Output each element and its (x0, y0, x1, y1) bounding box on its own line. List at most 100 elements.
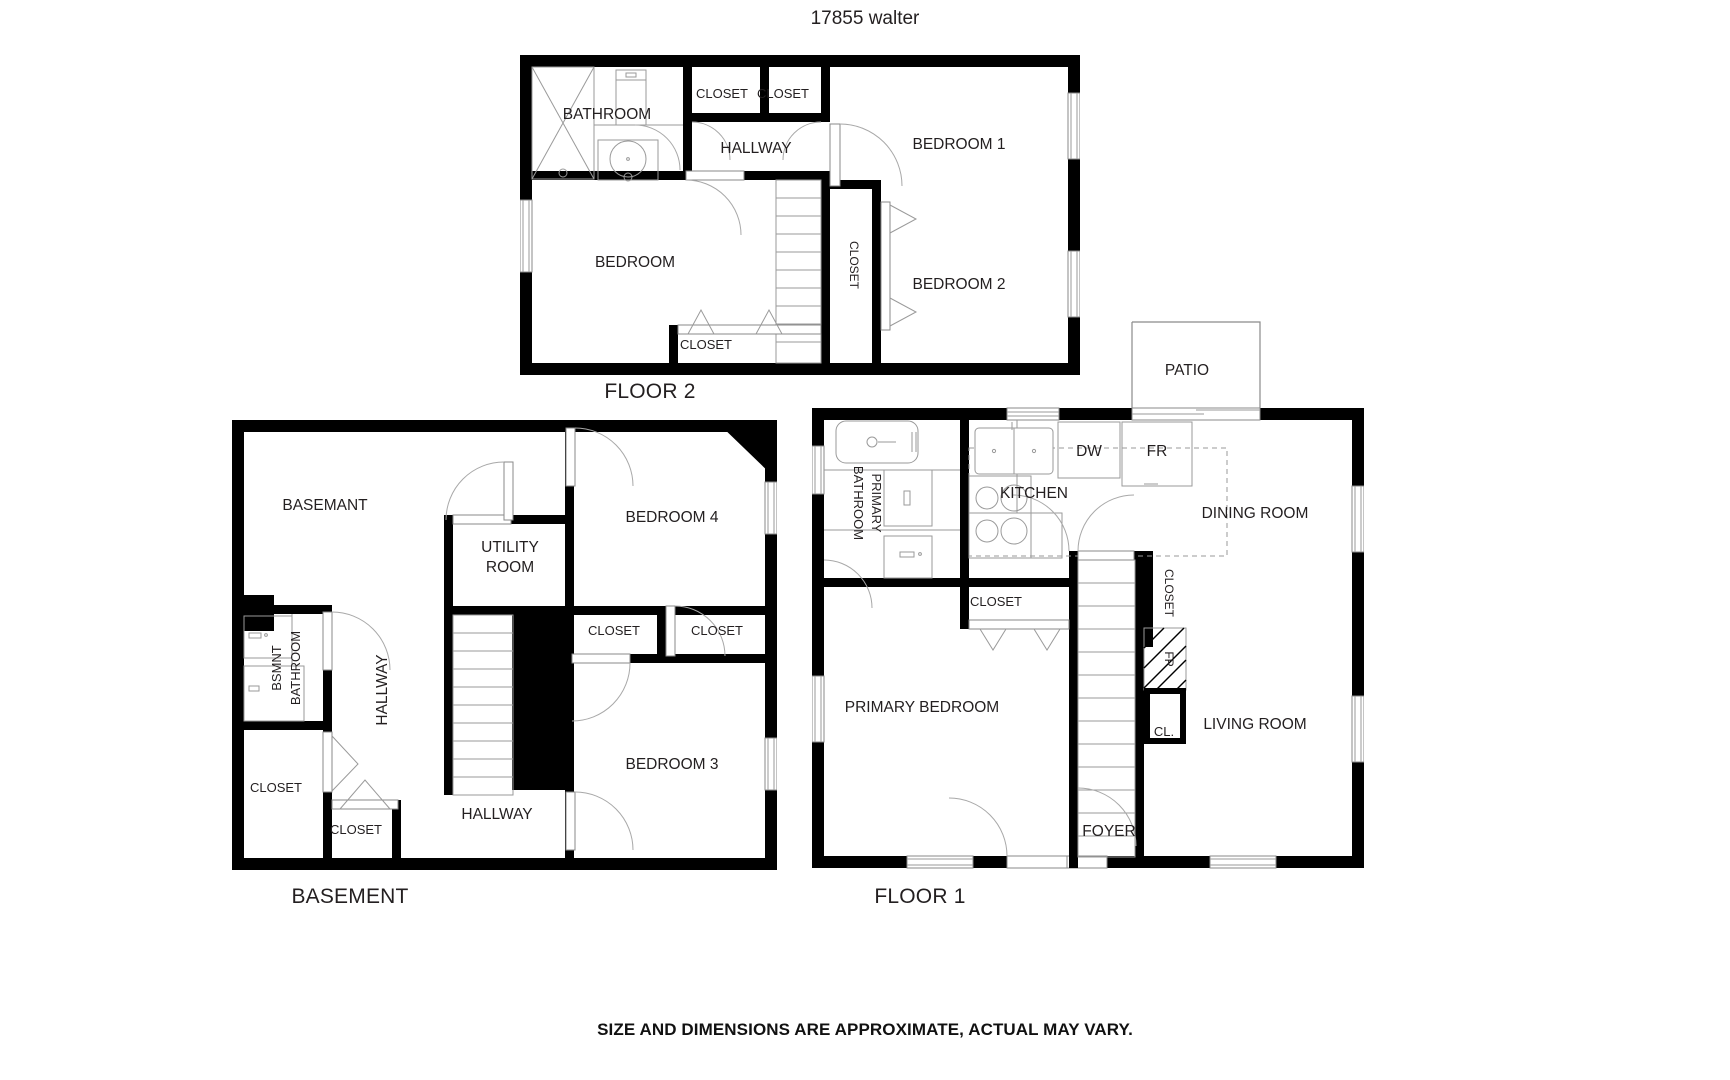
label-refrigerator: FR (1147, 443, 1168, 460)
label-bedroom-2: BEDROOM 2 (912, 276, 1005, 293)
wall-closetrow-bottom-b (666, 654, 765, 663)
bathtub-icon (835, 420, 919, 464)
label-dishwasher: DW (1076, 443, 1102, 460)
patio-slider (1131, 407, 1261, 421)
wall-closet-divider (760, 67, 769, 122)
wall-bath-top (232, 605, 332, 614)
label-utility-room-line1: UTILITY (481, 539, 539, 556)
label-closet-left: CLOSET (250, 780, 302, 795)
bifold-bedroom2 (880, 201, 918, 331)
label-basemant: BASEMANT (282, 497, 368, 514)
door-bedroom4 (565, 427, 634, 487)
wall-bathroom-right (683, 67, 692, 180)
wall-utility-left (444, 515, 453, 615)
stair-core-block (512, 615, 574, 790)
door-utility (445, 461, 514, 525)
door-foyer (1077, 787, 1137, 847)
label-closet-b: CLOSET (757, 86, 809, 101)
sink-icon (974, 422, 1054, 475)
label-bedroom: BEDROOM (595, 254, 675, 271)
door-stair-top (1077, 494, 1135, 561)
label-closet-right: CLOSET (691, 623, 743, 638)
label-closet-stair: CLOSET (1162, 569, 1176, 618)
dishwasher-icon (1057, 421, 1121, 479)
label-hallway: HALLWAY (720, 140, 791, 157)
wall-outline-left (812, 408, 824, 868)
bifold-closet-lower (331, 779, 399, 810)
sink-icon (597, 139, 659, 182)
vanity-icon (883, 469, 933, 527)
wall-closet-bottom-b (769, 113, 830, 122)
wall-bath-bottom (232, 721, 332, 730)
window-bottom-bedroom (906, 855, 974, 869)
door-bedroom1 (829, 123, 903, 187)
wall-bedroom1-divider (821, 180, 881, 189)
stairs-floor2 (775, 179, 822, 364)
bifold-bedroom-closet (677, 308, 822, 335)
stairs-floor1 (1077, 559, 1136, 858)
window-right-lower (1067, 250, 1080, 318)
wall-bath-bottom (812, 578, 969, 587)
floor2-plan: BATHROOM CLOSET CLOSET HALLWAY BEDROOM 1… (520, 55, 1080, 375)
wall-outline-top (812, 408, 1364, 420)
label-kitchen: KITCHEN (1000, 485, 1068, 502)
window-right-upper (764, 481, 777, 535)
label-hallway-vertical: HALLWAY (374, 654, 391, 725)
wall-corner-fill (717, 422, 775, 478)
wall-outline-left (232, 420, 244, 870)
window-left-bedroom (812, 675, 825, 743)
disclaimer-note: SIZE AND DIMENSIONS ARE APPROXIMATE, ACT… (597, 1020, 1133, 1039)
basement-title: BASEMENT (291, 885, 409, 908)
door-hallway-left (691, 121, 731, 161)
floor1-title: FLOOR 1 (874, 885, 966, 908)
label-closet-bedroom: CLOSET (680, 337, 732, 352)
wall-closet-bottom-a (683, 113, 769, 122)
wall-closet-center-left (960, 587, 969, 629)
label-living-room: LIVING ROOM (1203, 716, 1306, 733)
floor2-title: FLOOR 2 (604, 380, 696, 403)
page-title: 17855 walter (810, 8, 920, 29)
bifold-closet-left (322, 731, 359, 793)
wall-bed4-left (565, 420, 574, 615)
label-coat-closet: CL. (1154, 724, 1174, 739)
window-right-upper (1067, 92, 1080, 160)
label-bedroom-1: BEDROOM 1 (912, 136, 1005, 153)
wall-stair-right (1135, 551, 1144, 868)
bathtub-icon (531, 66, 595, 180)
label-closet-stair: CLOSET (847, 241, 861, 290)
label-patio: PATIO (1165, 362, 1209, 379)
door-bedroom-left (685, 170, 745, 236)
wall-stair-left (1069, 551, 1078, 868)
stove-icon (968, 475, 1032, 559)
wall-hall-bottom (683, 171, 830, 180)
wall-closet-stair-left (821, 180, 830, 363)
stairs-basement (452, 614, 514, 796)
door-primary-bedroom (948, 797, 1068, 869)
wall-closet-stair-right (872, 180, 881, 363)
wall-closet-stair-div (1144, 638, 1153, 647)
label-foyer: FOYER (1082, 823, 1135, 840)
label-bathroom-bsmnt-line1: BATHROOM (288, 631, 303, 705)
kitchen-window (1006, 407, 1060, 421)
door-hallway-right (782, 121, 822, 161)
wall-bathroom-bottom (520, 171, 692, 180)
label-bathroom: BATHROOM (563, 106, 651, 123)
bifold-closet-center (968, 619, 1070, 651)
wall-closet-left-bottom (323, 800, 332, 858)
label-dining-room: DINING ROOM (1202, 505, 1309, 522)
window-left-bath (812, 445, 825, 495)
window-right-living (1351, 695, 1364, 763)
wall-closetrow-divider (657, 606, 666, 662)
label-primary-bathroom-line2: BATHROOM (851, 466, 866, 540)
wall-outline-top (520, 55, 1080, 67)
wall-cl-rightside (1180, 694, 1186, 744)
wall-hall-right (821, 67, 830, 122)
wall-utility-bottom (444, 606, 574, 615)
window-bottom-living (1209, 855, 1277, 869)
wall-closet-lower-right (392, 800, 401, 858)
label-closet-lower: CLOSET (330, 822, 382, 837)
toilet-icon (883, 535, 933, 579)
refrigerator-icon (1121, 421, 1193, 487)
door-bathroom (634, 124, 681, 171)
